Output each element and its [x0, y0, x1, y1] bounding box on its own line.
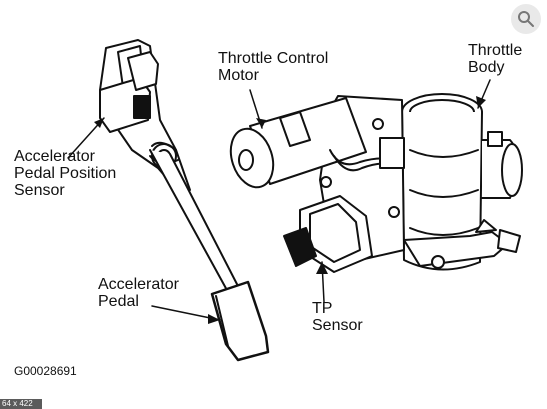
label-accelerator-pedal: Accelerator Pedal — [98, 276, 179, 310]
throttle-body-assembly — [224, 94, 522, 272]
image-search-button[interactable] — [511, 4, 541, 34]
label-throttle-control-motor: Throttle Control Motor — [218, 50, 328, 84]
figure-code: G00028691 — [14, 364, 77, 378]
pedal-pad — [212, 282, 268, 360]
label-tp-sensor: TP Sensor — [312, 300, 363, 334]
label-throttle-body: Throttle Body — [468, 42, 522, 76]
image-size-badge: 64 x 422 — [0, 399, 42, 409]
label-accelerator-pedal-position-sensor: Accelerator Pedal Position Sensor — [14, 148, 116, 199]
image-search-icon — [511, 4, 541, 34]
